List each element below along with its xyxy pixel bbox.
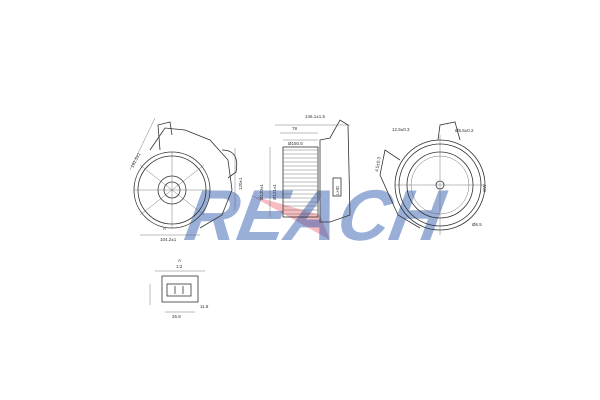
watermark-text: REACH [180, 175, 452, 255]
section-mark: A [163, 226, 166, 231]
rotation-direction: CW [482, 184, 487, 192]
rear-view: 12.5±0.3 Ø5.5±0.2 4.5±0.3 Ø6.5 CW [374, 121, 487, 235]
dim-11-8: 11.8 [200, 304, 209, 309]
motor-label: LHD [335, 185, 340, 195]
dim-dia-6-5: Ø6.5 [472, 222, 482, 227]
dim-25-8: 25.8 [172, 314, 181, 319]
dim-width: 104.2±1 [160, 237, 177, 242]
dim-diagonal: 161.5±1 [129, 151, 141, 168]
view-label: A [178, 258, 181, 263]
watermark-logo: REACH [180, 175, 452, 255]
connector-view: A 1:2 25.8 11.8 [149, 258, 209, 319]
dim-dia-120: Ø120±1 [259, 184, 264, 200]
front-view: 104.2±1 161.5±1 120±1 A [129, 117, 243, 242]
dim-12-5: 12.5±0.3 [392, 127, 410, 132]
dim-78: 78 [292, 126, 298, 131]
side-view: 146.1±1.5 78 Ø150.5 Ø120±1 Ø121±1 LHD [259, 114, 351, 223]
dim-total-width: 146.1±1.5 [305, 114, 325, 119]
dim-wheel: Ø150.5 [288, 141, 303, 146]
dim-dia-5-5: Ø5.5±0.2 [455, 128, 474, 133]
view-scale: 1:2 [176, 264, 183, 269]
dim-4-5: 4.5±0.3 [374, 156, 382, 172]
dim-height: 120±1 [238, 177, 243, 190]
dim-dia-121: Ø121±1 [272, 184, 277, 200]
